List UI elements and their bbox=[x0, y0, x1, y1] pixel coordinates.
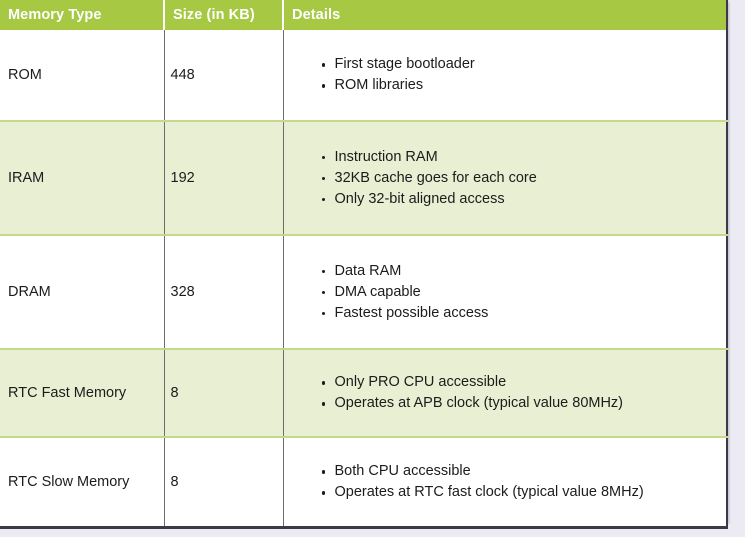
cell-memory-type: RTC Fast Memory bbox=[0, 349, 165, 438]
list-item: Only PRO CPU accessible bbox=[321, 372, 727, 393]
list-item: Fastest possible access bbox=[321, 303, 727, 324]
list-item: Only 32-bit aligned access bbox=[321, 189, 727, 210]
details-list: Both CPU accessible Operates at RTC fast… bbox=[284, 461, 727, 503]
cell-details: Both CPU accessible Operates at RTC fast… bbox=[283, 437, 727, 528]
table-row: RTC Fast Memory 8 Only PRO CPU accessibl… bbox=[0, 349, 727, 438]
cell-size: 8 bbox=[164, 437, 284, 528]
column-header-size: Size (in KB) bbox=[164, 0, 284, 30]
cell-size: 328 bbox=[164, 235, 284, 350]
cell-details: Data RAM DMA capable Fastest possible ac… bbox=[283, 235, 727, 350]
list-item: Instruction RAM bbox=[321, 147, 727, 168]
cell-memory-type: ROM bbox=[0, 30, 165, 122]
header-row: Memory Type Size (in KB) Details bbox=[0, 0, 727, 30]
table-row: RTC Slow Memory 8 Both CPU accessible Op… bbox=[0, 437, 727, 528]
table-row: DRAM 328 Data RAM DMA capable Fastest po… bbox=[0, 235, 727, 350]
list-item: First stage bootloader bbox=[321, 54, 727, 75]
details-list: Data RAM DMA capable Fastest possible ac… bbox=[284, 261, 727, 324]
cell-details: First stage bootloader ROM libraries bbox=[283, 30, 727, 122]
cell-size: 448 bbox=[164, 30, 284, 122]
table-row: ROM 448 First stage bootloader ROM libra… bbox=[0, 30, 727, 122]
list-item: Both CPU accessible bbox=[321, 461, 727, 482]
cell-size: 192 bbox=[164, 121, 284, 236]
cell-memory-type: DRAM bbox=[0, 235, 165, 350]
details-list: First stage bootloader ROM libraries bbox=[284, 54, 727, 96]
list-item: 32KB cache goes for each core bbox=[321, 168, 727, 189]
details-list: Only PRO CPU accessible Operates at APB … bbox=[284, 372, 727, 414]
column-header-memory-type: Memory Type bbox=[0, 0, 165, 30]
list-item: DMA capable bbox=[321, 282, 727, 303]
cell-details: Only PRO CPU accessible Operates at APB … bbox=[283, 349, 727, 438]
table-row: IRAM 192 Instruction RAM 32KB cache goes… bbox=[0, 121, 727, 236]
list-item: Operates at RTC fast clock (typical valu… bbox=[321, 482, 727, 503]
cell-memory-type: RTC Slow Memory bbox=[0, 437, 165, 528]
cell-details: Instruction RAM 32KB cache goes for each… bbox=[283, 121, 727, 236]
table-body: ROM 448 First stage bootloader ROM libra… bbox=[0, 30, 727, 528]
list-item: ROM libraries bbox=[321, 75, 727, 96]
memory-type-table: Memory Type Size (in KB) Details ROM 448… bbox=[0, 0, 728, 529]
column-header-details: Details bbox=[283, 0, 727, 30]
list-item: Data RAM bbox=[321, 261, 727, 282]
cell-size: 8 bbox=[164, 349, 284, 438]
list-item: Operates at APB clock (typical value 80M… bbox=[321, 393, 727, 414]
cell-memory-type: IRAM bbox=[0, 121, 165, 236]
table-header: Memory Type Size (in KB) Details bbox=[0, 0, 727, 30]
details-list: Instruction RAM 32KB cache goes for each… bbox=[284, 147, 727, 210]
